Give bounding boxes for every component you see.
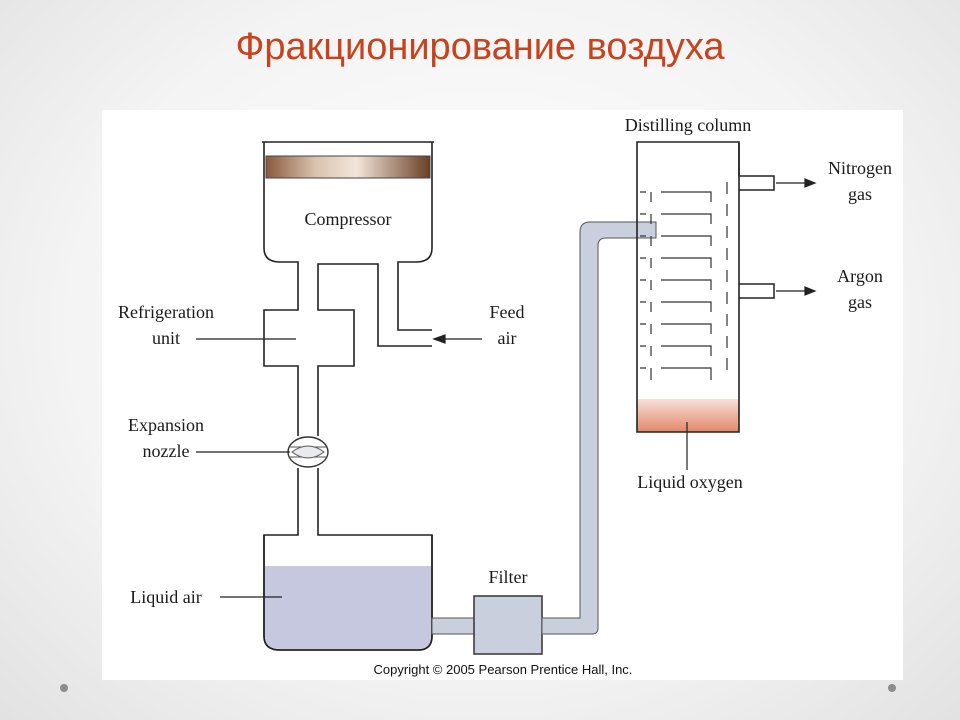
distilling-column — [636, 141, 775, 433]
leader-lines — [196, 178, 817, 598]
label-compressor: Compressor — [305, 209, 392, 229]
label-feed-2: air — [498, 328, 517, 348]
label-liquid-air: Liquid air — [130, 587, 201, 607]
label-expansion-1: Expansion — [128, 415, 204, 435]
label-argon-1: Argon — [837, 266, 883, 286]
copyright-notice: Copyright © 2005 Pearson Prentice Hall, … — [374, 662, 633, 677]
label-nitrogen-2: gas — [848, 184, 872, 204]
compressor — [262, 141, 434, 347]
transfer-pipe — [431, 221, 657, 655]
label-argon-2: gas — [848, 292, 872, 312]
label-nitrogen-1: Nitrogen — [828, 158, 892, 178]
compressor-piston — [265, 155, 431, 179]
filter-box — [473, 595, 543, 655]
label-filter: Filter — [489, 567, 528, 587]
air-fractionation-diagram: Distilling column Nitrogen gas Argon gas… — [102, 110, 903, 680]
label-refrigeration-1: Refrigeration — [118, 302, 214, 322]
label-liquid-oxygen: Liquid oxygen — [637, 472, 743, 492]
slide-title: Фракционирование воздуха — [235, 26, 725, 68]
label-refrigeration-2: unit — [152, 328, 180, 348]
label-distilling-column: Distilling column — [625, 115, 752, 135]
label-expansion-2: nozzle — [143, 441, 190, 461]
nav-dot-left[interactable] — [60, 684, 68, 692]
refrigeration-unit — [263, 306, 355, 436]
nav-dot-right[interactable] — [888, 684, 896, 692]
liquid-air-tank — [263, 535, 433, 651]
label-feed-1: Feed — [490, 302, 525, 322]
